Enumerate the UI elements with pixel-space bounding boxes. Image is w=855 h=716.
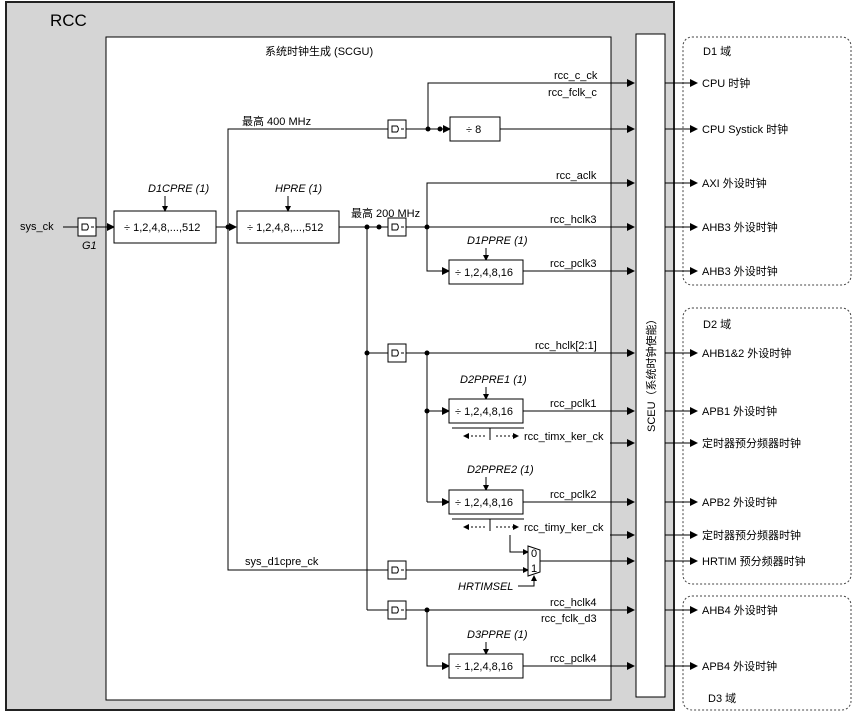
sig-rcc-c-ck: rcc_c_ck [554,70,598,82]
gate-hclk4 [387,600,407,620]
gate-d1cpre [387,560,407,580]
junction-apb1 [424,408,430,414]
d3ppre-divider [448,653,524,679]
out-hrtim: HRTIM 预分频器时钟 [702,554,806,568]
d1cpre-divider-text: ÷ 1,2,4,8,...,512 [124,222,200,234]
hpre-divider-text: ÷ 1,2,4,8,...,512 [247,222,323,234]
max200-label: 最高 200 MHz [351,206,420,220]
sig-rcc-timy-ker-ck: rcc_timy_ker_ck [524,522,604,534]
out-ahb3-b: AHB3 外设时钟 [702,264,778,278]
d2ppre2-label: D2PPRE2 (1) [467,464,534,476]
mux-input-1: 1 [531,563,537,575]
out-timer-presc-a: 定时器预分频器时钟 [702,436,801,450]
d2-domain [682,307,852,585]
sig-rcc-hclk21: rcc_hclk[2:1] [535,340,597,352]
out-ahb12: AHB1&2 外设时钟 [702,346,791,360]
out-ahb3-a: AHB3 外设时钟 [702,220,778,234]
junction-hpre-b [376,224,382,230]
hrtimsel-mux [527,545,541,577]
sig-rcc-pclk1: rcc_pclk1 [550,398,596,410]
d1cpre-label: D1CPRE (1) [148,183,209,195]
d2ppre1-divider-text: ÷ 1,2,4,8,16 [455,406,513,418]
d2ppre1-divider [448,398,524,424]
sceu-block [635,33,666,698]
d3ppre-divider-text: ÷ 1,2,4,8,16 [455,661,513,673]
junction-cpu-b [437,126,443,132]
junction-hclk21 [364,350,370,356]
sig-rcc-aclk: rcc_aclk [556,170,597,182]
d1ppre-divider [448,259,524,285]
d1-domain-title: D1 域 [703,45,731,58]
sig-rcc-pclk4: rcc_pclk4 [550,653,596,665]
out-ahb4: AHB4 外设时钟 [702,603,778,617]
sig-sys-d1cpre-ck: sys_d1cpre_ck [245,556,319,568]
scgu-title: 系统时钟生成 (SCGU) [265,44,373,58]
d2-domain-title: D2 域 [703,318,731,331]
sig-rcc-hclk3: rcc_hclk3 [550,214,596,226]
hrtimsel-label: HRTIMSEL [458,581,513,593]
d3ppre-label: D3PPRE (1) [467,629,528,641]
max400-label: 最高 400 MHz [242,114,311,128]
g1-label: G1 [82,240,97,252]
rcc-title: RCC [50,11,87,30]
scgu-block [105,36,612,701]
d2-outputs: AHB1&2 外设时钟 APB1 外设时钟 定时器预分频器时钟 APB2 外设时… [665,346,806,568]
d2ppre2-divider-text: ÷ 1,2,4,8,16 [455,497,513,509]
hpre-label: HPRE (1) [275,183,322,195]
d2ppre1-label: D2PPRE1 (1) [460,374,527,386]
sig-rcc-pclk2: rcc_pclk2 [550,489,596,501]
div8-text: ÷ 8 [466,124,481,136]
gate-cpu [387,119,407,139]
gate-200 [387,217,407,237]
d1ppre-label: D1PPRE (1) [467,235,528,247]
sceu-label: SCEU（系统时钟使能） [644,313,658,432]
d2ppre2-divider [448,489,524,515]
d3-domain-title: D3 域 [708,692,736,705]
out-axi: AXI 外设时钟 [702,176,767,190]
out-cpu-clock: CPU 时钟 [702,76,750,90]
sig-rcc-fclk-d3: rcc_fclk_d3 [541,613,597,625]
sys-ck-label: sys_ck [20,221,54,233]
out-apb4: APB4 外设时钟 [702,659,777,673]
gate-hclk21 [387,343,407,363]
sig-rcc-timx-ker-ck: rcc_timx_ker_ck [524,431,604,443]
d3-domain [682,595,852,711]
sig-rcc-fclk-c: rcc_fclk_c [548,87,597,99]
div8-block [449,116,501,142]
d3-outputs: AHB4 外设时钟 APB4 外设时钟 [665,603,778,673]
out-cpu-systick: CPU Systick 时钟 [702,122,788,136]
out-apb2: APB2 外设时钟 [702,495,777,509]
mux-input-0: 0 [531,548,537,560]
sig-rcc-pclk3: rcc_pclk3 [550,258,596,270]
d1-outputs: CPU 时钟 CPU Systick 时钟 AXI 外设时钟 AHB3 外设时钟… [665,76,788,278]
d1ppre-divider-text: ÷ 1,2,4,8,16 [455,267,513,279]
sig-rcc-hclk4: rcc_hclk4 [550,597,596,609]
out-apb1: APB1 外设时钟 [702,404,777,418]
d1-domain [682,36,852,286]
out-timer-presc-b: 定时器预分频器时钟 [702,528,801,542]
